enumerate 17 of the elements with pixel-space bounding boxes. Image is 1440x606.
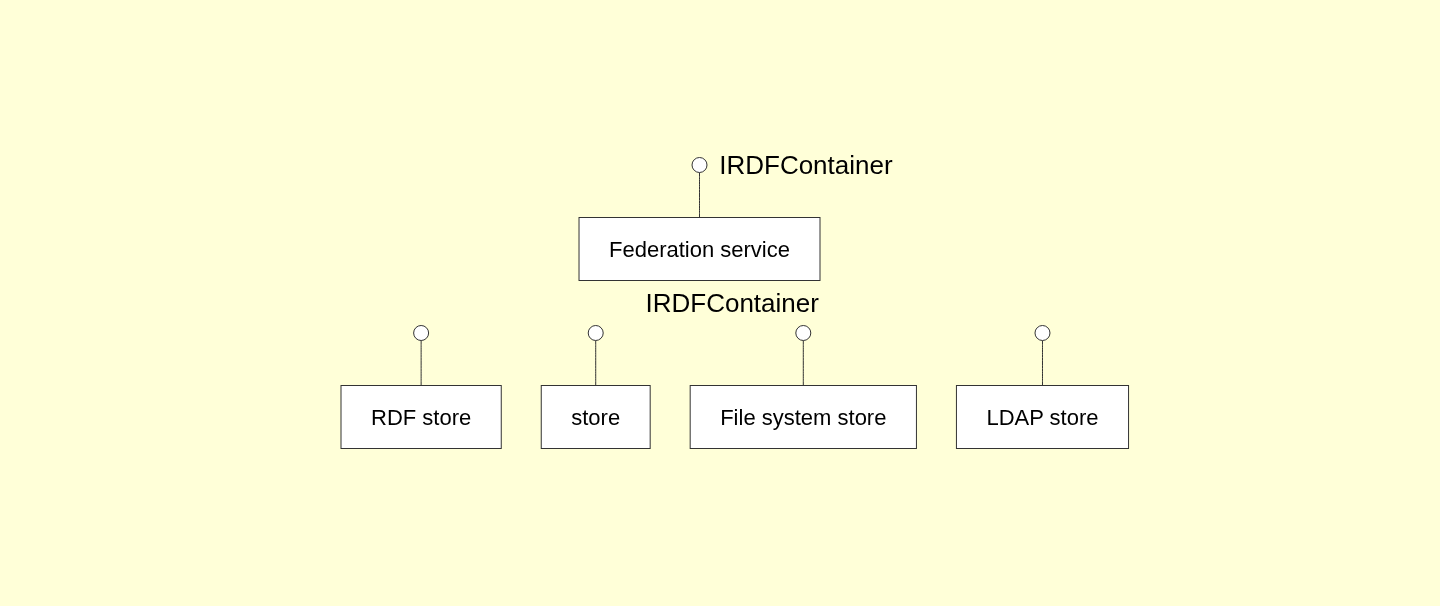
interface-label: IRDFContainer xyxy=(719,150,893,181)
connector xyxy=(1042,340,1044,386)
connector xyxy=(420,340,422,386)
node-circle xyxy=(587,325,604,341)
node-box: LDAP store xyxy=(956,385,1130,449)
connector xyxy=(699,172,701,218)
connector xyxy=(595,340,597,386)
node-circle xyxy=(691,157,708,173)
node-box: store xyxy=(540,385,651,449)
node-box: RDF store xyxy=(340,385,502,449)
node-circle xyxy=(413,325,430,341)
node-box: File system store xyxy=(689,385,918,449)
node-circle xyxy=(795,325,812,341)
node-box: Federation service xyxy=(578,217,821,281)
interface-label: IRDFContainer xyxy=(645,288,819,319)
connector xyxy=(803,340,804,386)
node-circle xyxy=(1034,325,1051,341)
